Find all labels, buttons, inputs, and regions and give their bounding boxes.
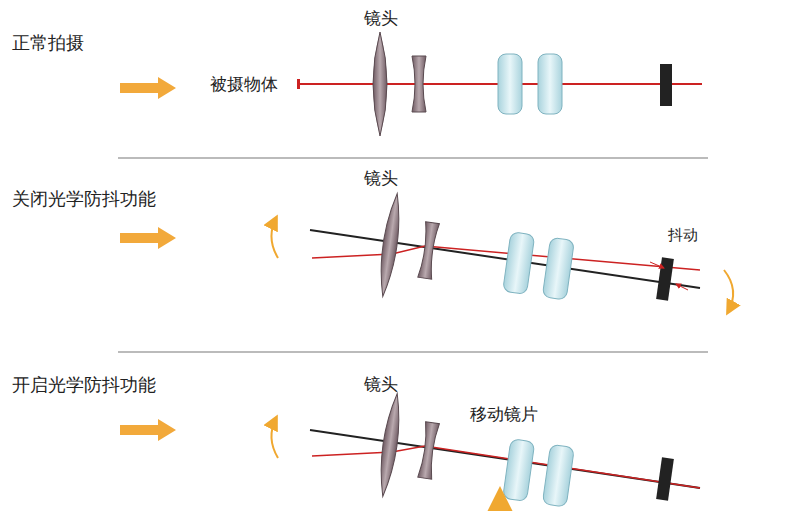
row-heading: 开启光学防抖功能 xyxy=(12,374,156,396)
part-label: 镜头 xyxy=(364,374,398,394)
part-label: 被摄物体 xyxy=(210,74,278,94)
callout-label: 抖动 xyxy=(668,226,698,244)
part-label: 镜头 xyxy=(364,8,398,28)
part-label: 镜头 xyxy=(364,168,398,188)
callout-label: 移动镜片 xyxy=(470,404,538,424)
row-heading: 正常拍摄 xyxy=(12,32,84,54)
row-heading: 关闭光学防抖功能 xyxy=(12,188,156,210)
